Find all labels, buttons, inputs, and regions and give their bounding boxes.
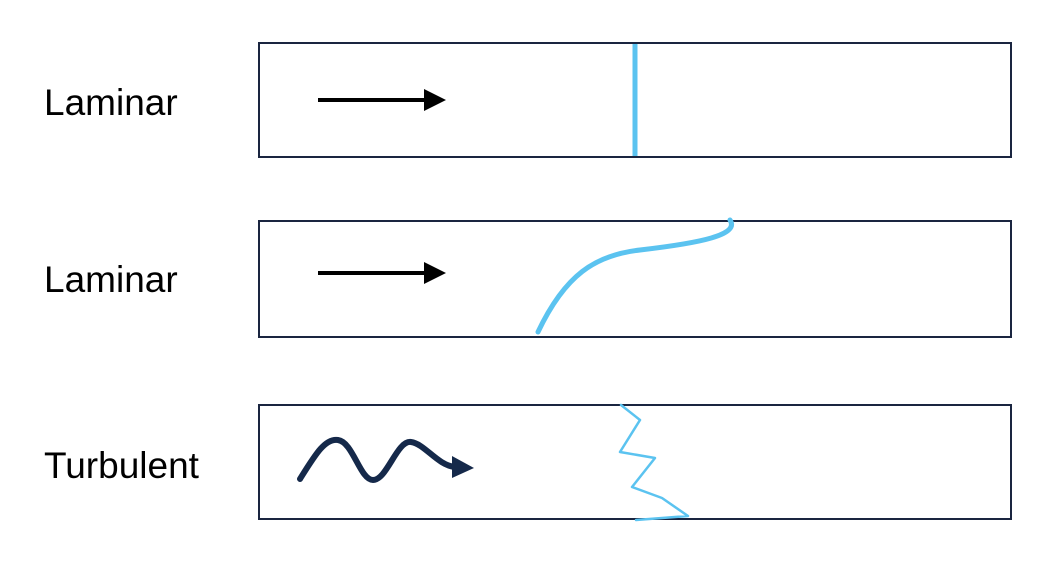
pipe-box-3 <box>258 404 1012 520</box>
pipe-box-2 <box>258 220 1012 338</box>
wavy-flow-arrow <box>297 436 474 484</box>
row-label-2: Laminar <box>44 259 178 300</box>
flow-arrow-1 <box>318 89 446 111</box>
velocity-profile-2 <box>535 217 734 335</box>
flow-arrow-2 <box>318 262 446 284</box>
velocity-profile-3 <box>618 403 690 522</box>
row-label-1: Laminar <box>44 82 178 123</box>
row-label-3: Turbulent <box>44 445 199 486</box>
